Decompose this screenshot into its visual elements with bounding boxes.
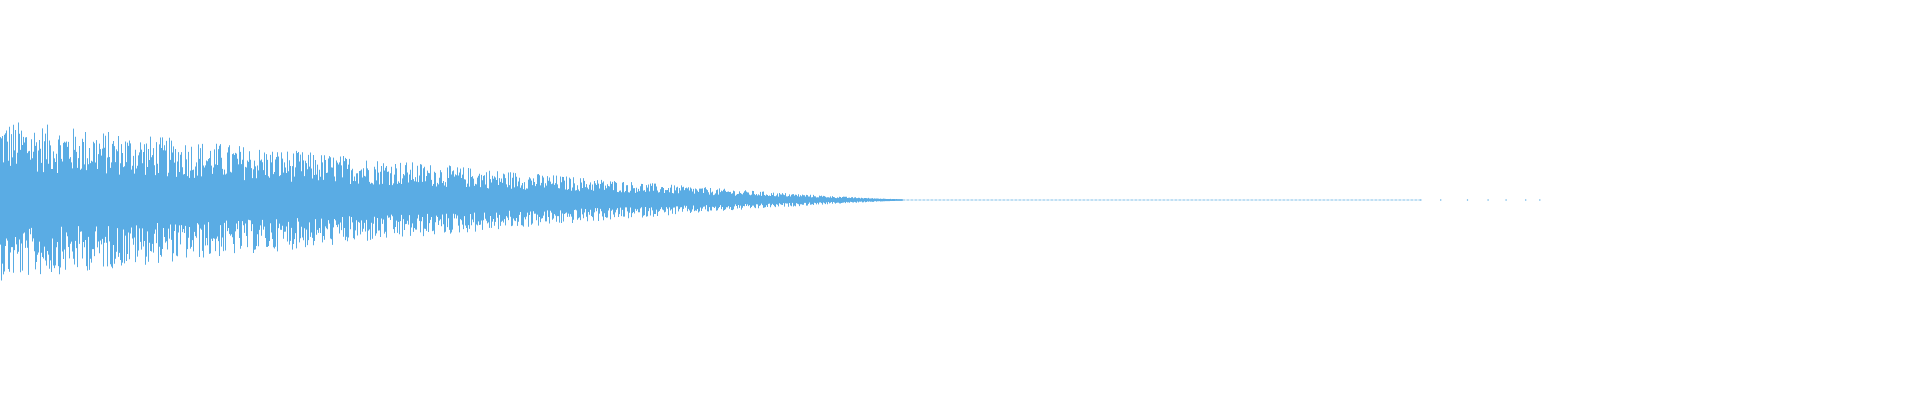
waveform-tail-dots [1420, 199, 1541, 201]
waveform-body [0, 122, 903, 281]
